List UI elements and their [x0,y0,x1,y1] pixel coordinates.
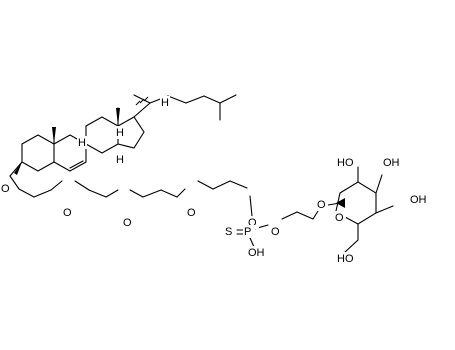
atom-label-h-14: H [115,153,125,166]
atom-label-o-glycoside: O [316,198,328,211]
atom-ho-label: HO [337,253,354,265]
atom-o-label: O [317,199,326,211]
atom-label-o-c3: O [0,182,12,195]
stereo-bonds [14,96,345,208]
atom-o-label: O [335,212,344,224]
atom-h-label: H [161,97,169,109]
atom-label-oh-c3: OH [382,156,402,169]
atom-oh-label: OH [383,157,400,169]
atom-o-label: O [271,226,280,238]
atom-label-o-ether-2: O [122,216,134,229]
atom-label-s: S [224,225,236,238]
atom-oh-label: OH [248,247,265,259]
atom-o-label: O [248,217,257,229]
atom-o-label: O [123,217,132,229]
atom-label-ho-c6: HO [336,252,356,265]
atom-o-label: O [187,207,196,219]
atom-oh-label: OH [410,194,427,206]
atom-s-label: S [225,226,232,238]
atom-o-label: O [63,207,72,219]
bond-lines [9,94,394,254]
atom-label-h-17: H [160,96,170,109]
atom-label-h-8: H [115,126,125,139]
atom-label-h-9: H [77,136,87,149]
atom-label-ho-c2: HO [336,156,356,169]
atom-h-label: H [116,127,124,139]
atom-labels: O O O O O O O O [0,96,429,265]
atom-h-label: H [78,137,86,149]
atom-o-label: O [1,183,10,195]
atom-label-o-ether-3: O [186,206,198,219]
atom-h-label: H [116,154,124,166]
atom-label-o-ester-2: O [270,225,282,238]
atom-label-p: P [243,225,255,238]
atom-label-oh-phosphate: OH [247,246,267,259]
atom-ho-label: HO [337,157,354,169]
atom-p-label: P [244,226,251,238]
atom-label-o-ring: O [334,211,346,224]
atom-label-o-ether-1: O [62,206,74,219]
atom-label-oh-c4: OH [409,193,429,206]
